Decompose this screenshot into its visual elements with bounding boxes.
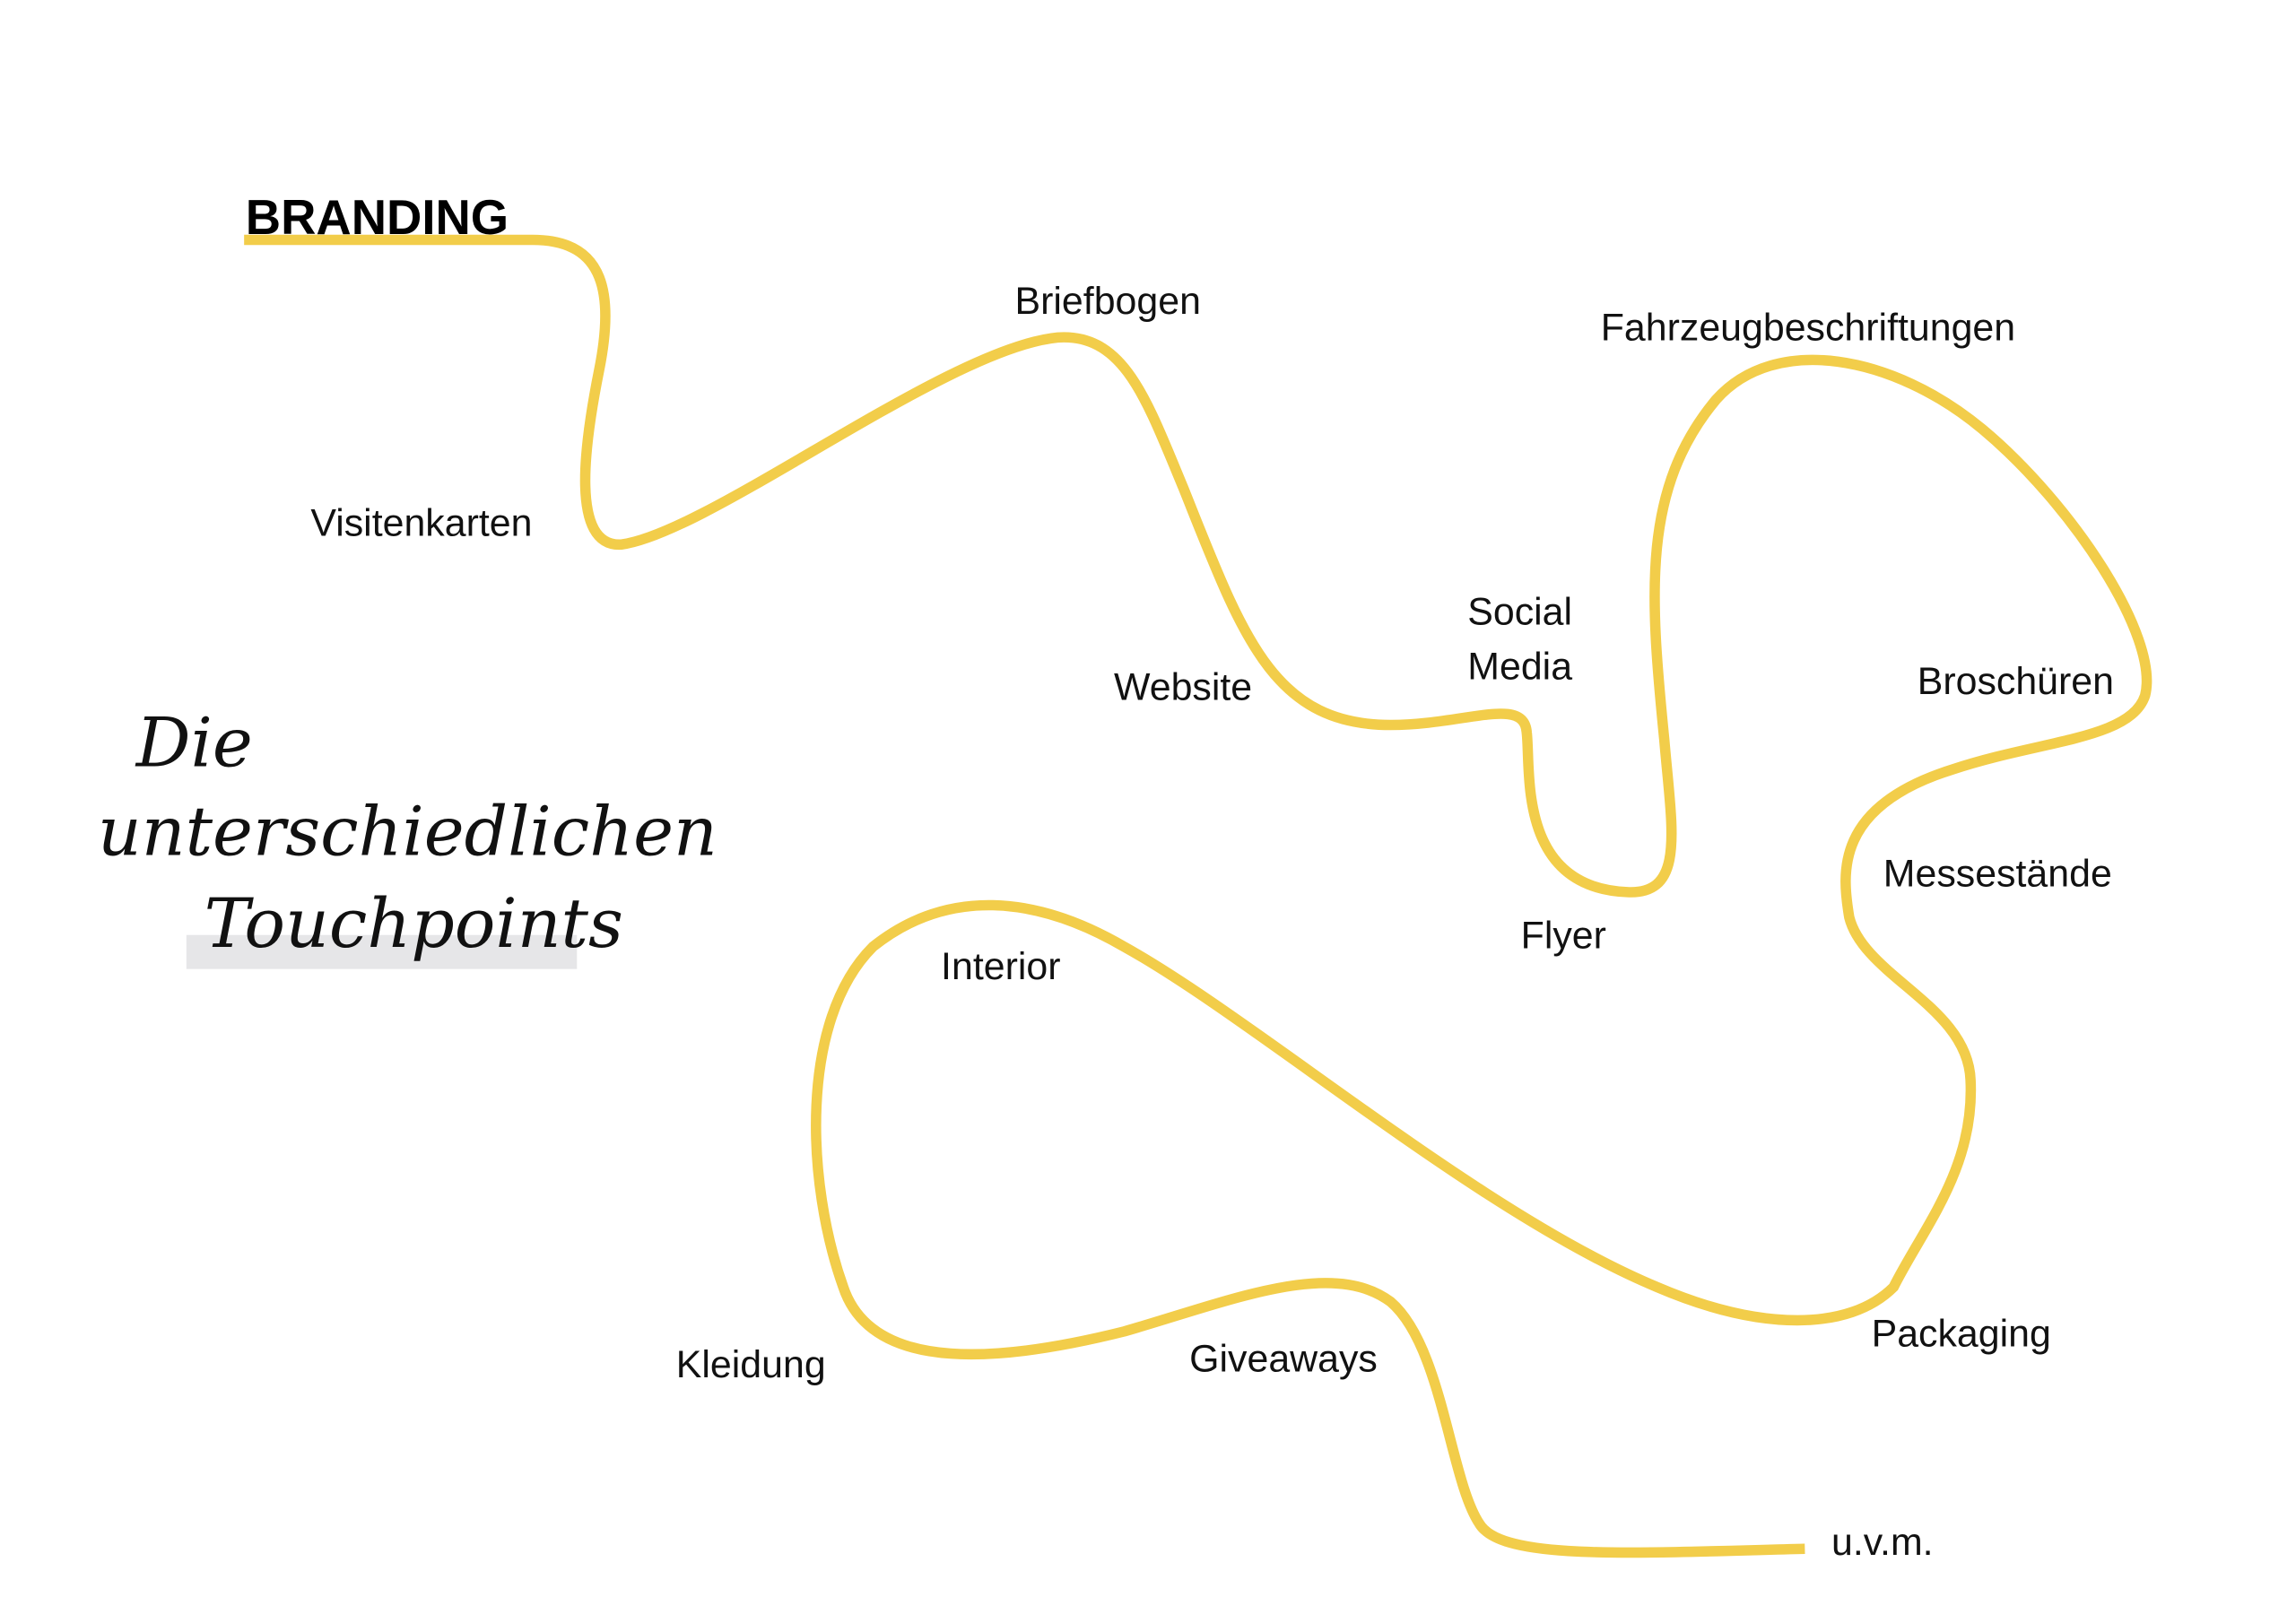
label-interior: Interior [941,945,1060,988]
heading-line-1: Die [135,704,253,783]
label-social: Social [1467,590,1572,633]
label-fahrzeugbeschriftungen: Fahrzeugbeschriftungen [1601,307,2015,350]
heading-line-2: unterschiedlichen [98,793,718,872]
label-uvm: u.v.m. [1831,1521,1934,1564]
branding-title: BRANDING [246,190,509,245]
label-flyer: Flyer [1521,915,1606,958]
label-visitenkarten: Visitenkarten [310,501,532,544]
heading-line-3: Touchpoints [204,884,623,963]
label-kleidung: Kleidung [676,1343,826,1386]
touchpoint-path [244,234,2152,1558]
label-giveaways: Giveaways [1189,1337,1378,1380]
label-media: Media [1467,645,1572,688]
label-messestaende: Messestände [1883,852,2112,895]
label-packaging: Packaging [1872,1312,2051,1355]
label-website: Website [1114,665,1252,708]
heading-highlight [186,934,578,969]
label-briefbogen: Briefbogen [1015,280,1201,323]
label-broschueren: Broschüren [1918,660,2114,703]
